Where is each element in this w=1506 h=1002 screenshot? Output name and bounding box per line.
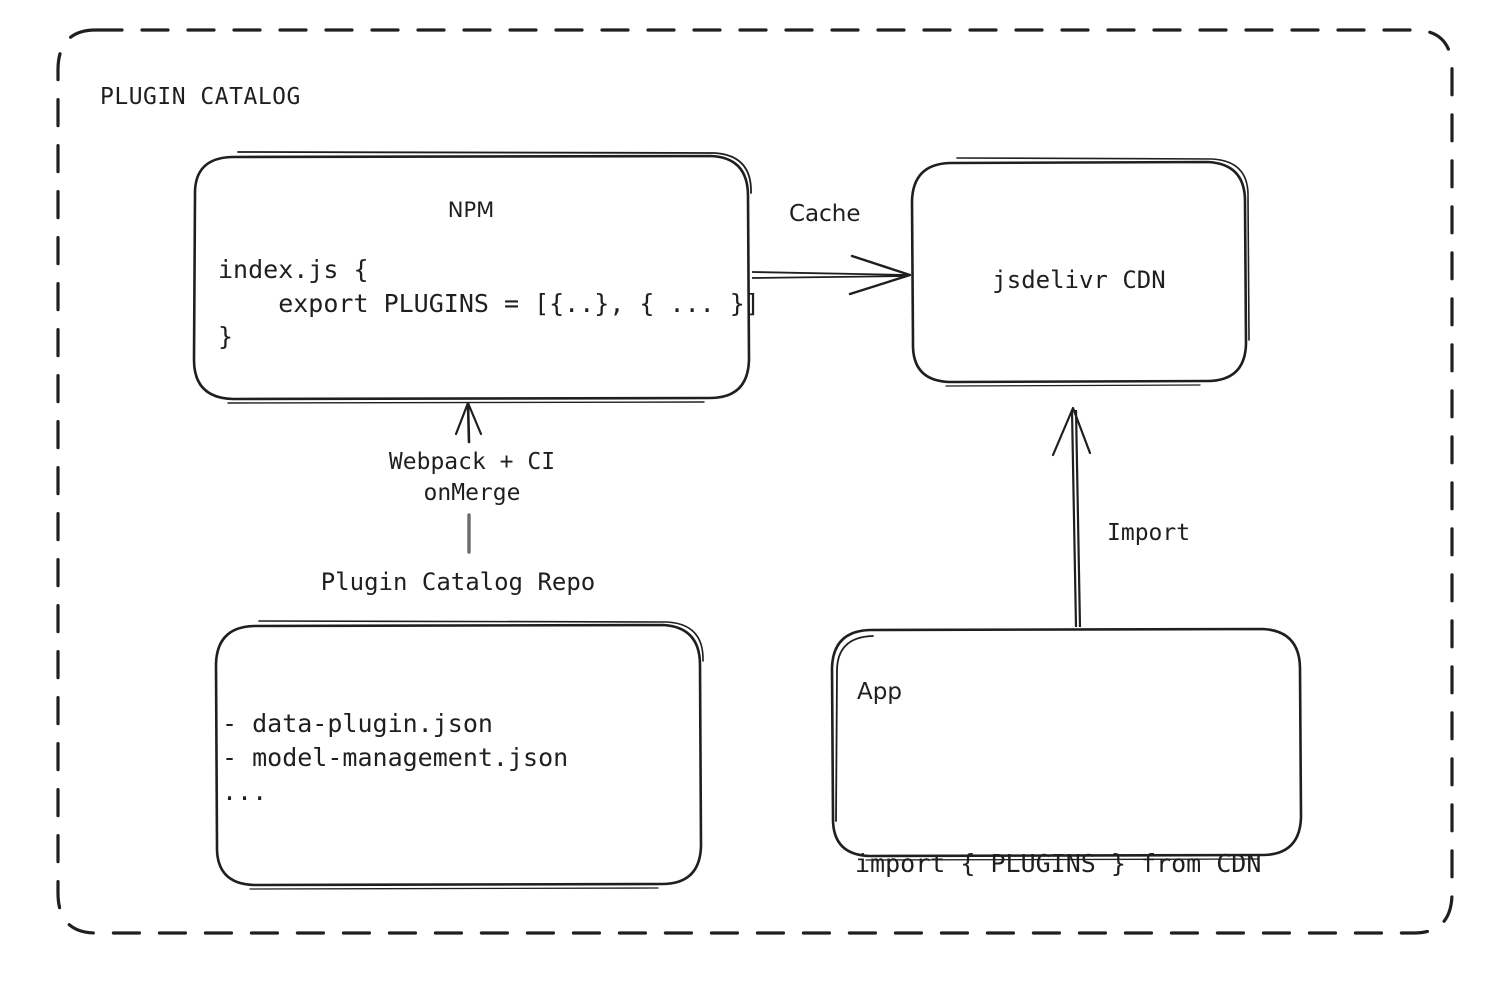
- npm-node-code: index.js { export PLUGINS = [{..}, { ...…: [218, 255, 760, 351]
- import-arrow: [1051, 406, 1092, 628]
- npm-node-title: NPM: [447, 198, 495, 222]
- app-import-line: import { PLUGINS } from CDN: [855, 848, 1262, 878]
- cache-edge-label: Cache: [789, 201, 861, 227]
- repo-node-caption: Plugin Catalog Repo: [320, 568, 596, 596]
- frame-title: PLUGIN CATALOG: [100, 84, 301, 110]
- import-edge-label: Import: [1107, 520, 1191, 546]
- build-edge-label: Webpack + CI onMerge: [388, 449, 556, 507]
- repo-node-items: - data-plugin.json - model-management.js…: [222, 709, 569, 806]
- app-node-code: import { PLUGINS } from CDN PLUGINS.forE…: [855, 735, 1261, 1002]
- app-foreach-line: PLUGINS.forEach {}: [855, 991, 1261, 1002]
- cdn-node-title: jsdelivr CDN: [992, 266, 1166, 294]
- cache-arrow: [751, 254, 912, 296]
- app-node-title: App: [857, 679, 902, 705]
